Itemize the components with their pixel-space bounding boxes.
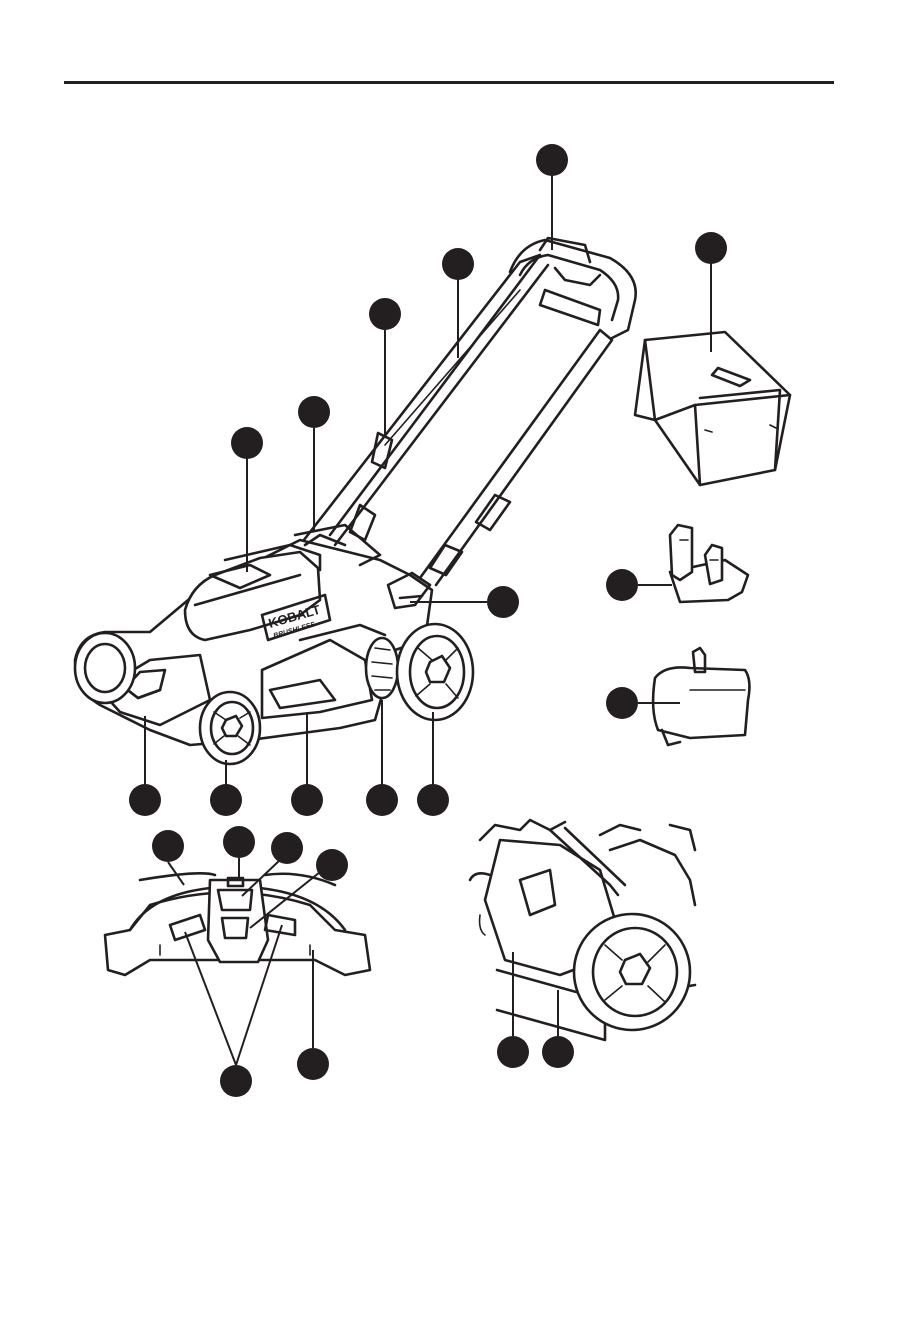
- mower-drawing: KOBALT BRUSHLESS: [75, 238, 636, 764]
- side-discharge-chute-callout: [606, 687, 638, 719]
- headlights-callout: [220, 1065, 252, 1097]
- lower-handle-callout: [298, 396, 330, 428]
- front-wheel-callout: [210, 784, 242, 816]
- detail-view-drawing: [470, 820, 695, 1040]
- side-door-callout: [366, 784, 398, 816]
- front-screw-callout: [297, 1048, 329, 1080]
- start-button-callout: [316, 849, 348, 881]
- height-lever-callout: [487, 586, 519, 618]
- chute-base-callout: [542, 1036, 574, 1068]
- mulching-plug-drawing: [670, 525, 748, 602]
- power-indicator-callout: [223, 826, 255, 858]
- side-discharge-chute-drawing: [653, 648, 749, 745]
- chute-door-callout: [497, 1036, 529, 1068]
- bottom-handle-callout: [152, 830, 184, 862]
- grass-bag-callout: [695, 232, 727, 264]
- front-handle-callout: [129, 784, 161, 816]
- speed-switch-callout: [271, 832, 303, 864]
- battery-cover-callout: [231, 427, 263, 459]
- grass-bag-drawing: [635, 332, 790, 485]
- mulching-plug-callout: [606, 569, 638, 601]
- switch-bar-callout: [536, 144, 568, 176]
- rear-wheel-callout: [417, 784, 449, 816]
- cable-callout: [369, 298, 401, 330]
- front-view-drawing: [105, 873, 370, 975]
- upper-handle-callout: [442, 248, 474, 280]
- deck-callout: [291, 784, 323, 816]
